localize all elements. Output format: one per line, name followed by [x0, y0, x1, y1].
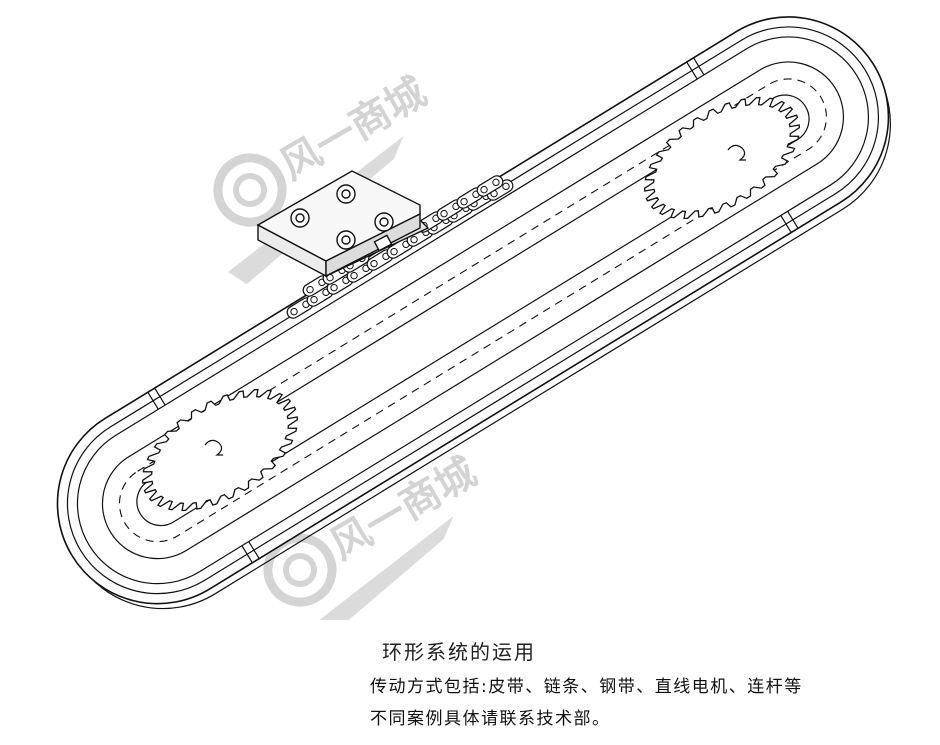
sprocket-left: [141, 388, 299, 512]
oval-track-diagram: 风一商城 风一商城: [56, 16, 891, 620]
caption-description-line-2: 不同案例具体请联系技术部。: [370, 709, 611, 729]
sprocket-right: [643, 96, 801, 220]
carriage-plate: [256, 170, 430, 278]
track: [56, 16, 891, 610]
caption-description-line-1: 传动方式包括:皮带、链条、钢带、直线电机、连杆等: [370, 677, 803, 697]
caption-title: 环形系统的运用: [382, 640, 536, 664]
